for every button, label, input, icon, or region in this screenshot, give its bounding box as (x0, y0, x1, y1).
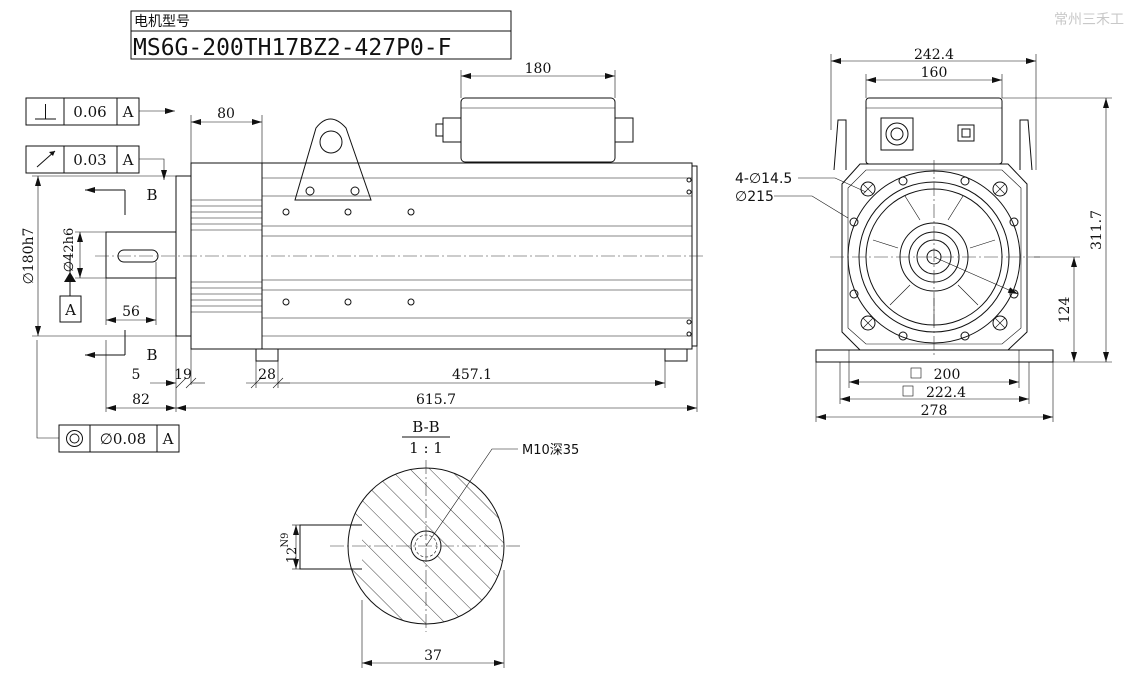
tol-value: ∅0.08 (100, 430, 146, 448)
runout-arrow-icon (36, 150, 56, 168)
base-plate (815, 349, 1054, 363)
dim-text: 19 (174, 367, 192, 383)
front-foot (255, 348, 279, 362)
dim-text: 80 (217, 106, 235, 122)
section-letter: B (146, 346, 157, 364)
dim-text: 37 (424, 648, 442, 664)
dim-foot-offset: 28 (246, 361, 290, 389)
key-tolerance-text: N9 (280, 532, 291, 547)
key-width-text: 12 (285, 547, 300, 564)
section-marker-bottom: B (85, 330, 158, 364)
dim-flange-length: 80 (190, 106, 263, 163)
section-title: B-B (412, 418, 439, 436)
flange-bolt-holes (860, 181, 1008, 331)
flange-ribs (872, 195, 996, 326)
dim-text: 28 (258, 367, 276, 383)
square-icon (910, 367, 922, 379)
radius-leader (933, 256, 1019, 295)
leader-pcd: ∅215 (735, 189, 849, 219)
holes-text: 4-∅14.5 (735, 171, 792, 187)
dim-text: 5 (132, 367, 141, 383)
dim-small-offsets: 5 19 (132, 336, 205, 412)
tol-datum: A (162, 430, 174, 448)
housing-bolts (282, 177, 692, 337)
pcd-text: ∅215 (735, 189, 774, 205)
datum-letter: A (64, 301, 76, 319)
dim-text: 56 (122, 304, 140, 320)
section-letter: B (146, 186, 157, 204)
title-frame (130, 10, 512, 60)
dim-text: 278 (921, 403, 948, 419)
concentricity-icon (66, 430, 83, 447)
tol-datum: A (122, 151, 134, 169)
dim-shaft-length: 82 (105, 340, 176, 412)
leader-holes: 4-∅14.5 (735, 171, 867, 193)
lifting-eye (294, 118, 372, 201)
dim-text: 124 (1057, 297, 1073, 324)
dim-height-124: 124 (1034, 256, 1080, 362)
tolerance-frame-runout: 0.03 A (25, 145, 167, 180)
tolerance-frame-concentricity: ∅0.08 A (36, 340, 180, 453)
section-view: B-B 1 : 1 M10深35 12 N9 37 (280, 418, 579, 668)
title-label: 电机型号 (134, 14, 190, 30)
side-view: B B A ∅180h7 ∅42h6 (21, 61, 705, 412)
dim-front-width-242: 242.4 (830, 47, 1037, 170)
dim-text: 615.7 (416, 392, 456, 408)
dim-text: 222.4 (926, 385, 966, 401)
rear-foot (664, 348, 688, 362)
front-view: 4-∅14.5 ∅215 242.4 160 311.7 (735, 47, 1112, 422)
thread-callout: M10深35 (425, 443, 579, 547)
dim-key-width: 12 N9 (280, 524, 300, 570)
dim-section-diameter: 37 (361, 570, 505, 668)
dim-bottom-278: 278 (815, 362, 1054, 422)
dim-height-311: 311.7 (1002, 97, 1112, 363)
dim-text: 311.7 (1089, 210, 1105, 250)
section-marker-top: B (85, 186, 158, 215)
datum-a: A (59, 256, 82, 323)
dim-shaft-diameter: ∅42h6 (62, 228, 106, 279)
square-icon (902, 385, 914, 397)
dim-text: 242.4 (914, 47, 954, 63)
dim-front-width-160: 160 (865, 65, 1003, 98)
dim-overall-length: 615.7 (176, 346, 698, 412)
flange-fins (191, 199, 262, 313)
dim-text: ∅180h7 (21, 228, 37, 285)
dim-box-width: 180 (460, 61, 616, 98)
dim-text: 160 (921, 65, 948, 81)
shaft (105, 231, 177, 279)
dim-flange-diameter: ∅180h7 (21, 175, 176, 337)
tol-datum: A (122, 103, 134, 121)
perpendicularity-icon (35, 104, 56, 120)
housing-fins (262, 177, 692, 337)
watermark: 常州三禾工 (1054, 12, 1124, 28)
section-scale: 1 : 1 (409, 439, 443, 457)
dim-text: ∅42h6 (62, 228, 77, 273)
dim-text: 200 (934, 367, 961, 383)
dim-body-length: 457.1 (278, 361, 666, 388)
dim-bottom-222: 222.4 (839, 362, 1030, 404)
dim-key-length: 56 (105, 262, 157, 325)
tolerance-frame-perpendicularity: 0.06 A (25, 97, 175, 126)
tol-value: 0.03 (73, 151, 106, 169)
tol-value: 0.06 (73, 103, 106, 121)
lift-lug-left (833, 119, 847, 171)
thread-text: M10深35 (522, 443, 579, 458)
key-slot-cutout (300, 525, 362, 569)
dim-bottom-200: 200 (848, 350, 1020, 388)
lift-lug-right (1019, 119, 1033, 171)
dim-text: 457.1 (452, 367, 492, 383)
terminal-box (435, 97, 634, 163)
model-number: MS6G-200TH17BZ2-427P0-F (133, 35, 452, 61)
dim-text: 180 (525, 61, 552, 77)
dim-text: 82 (132, 392, 150, 408)
front-terminal-box (865, 97, 1003, 165)
front-body-outline (841, 163, 1028, 351)
title-block: 电机型号 MS6G-200TH17BZ2-427P0-F (130, 10, 512, 61)
